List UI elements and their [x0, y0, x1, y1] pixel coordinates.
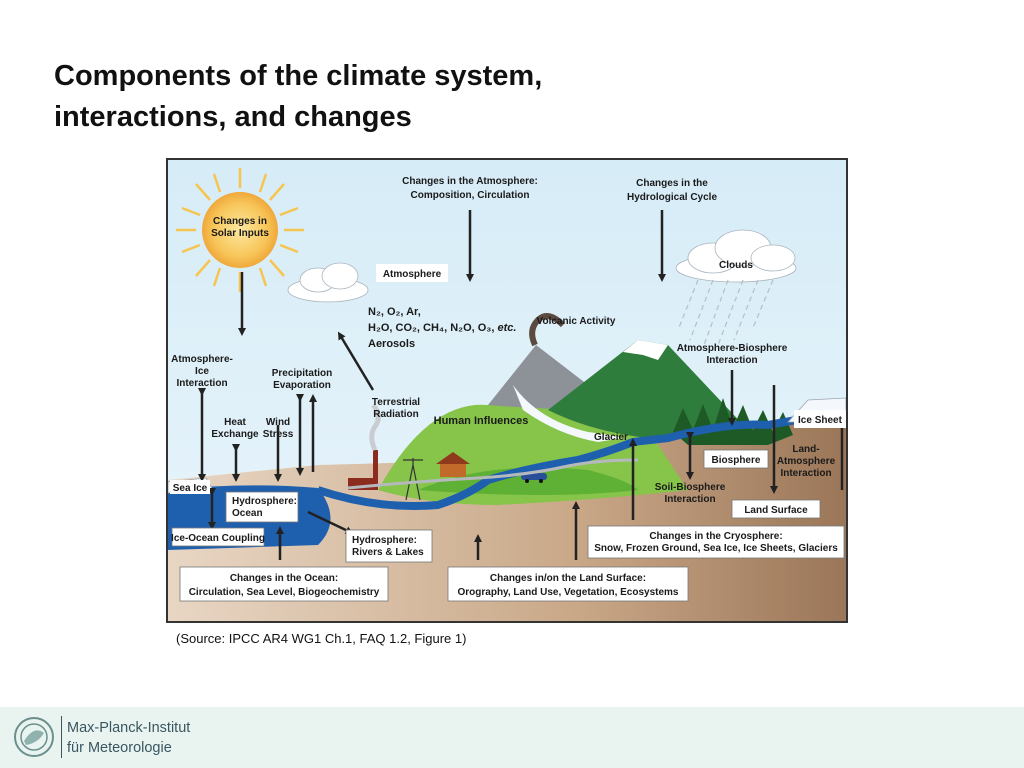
gases-line-2: H₂O, CO₂, CH₄, N₂O, O₃,	[368, 322, 494, 334]
land-changes-box	[447, 566, 689, 602]
mpi-logo-icon	[12, 715, 56, 764]
land-atm-3: Interaction	[780, 468, 831, 479]
sun-label-2: Solar Inputs	[211, 228, 269, 239]
arrows	[238, 210, 846, 560]
land-surface-label: Land Surface	[744, 505, 808, 516]
biosphere-box	[703, 449, 769, 469]
car	[521, 473, 547, 483]
atm-ice-2: Ice	[195, 366, 209, 377]
aerosols-label: Aerosols	[368, 338, 415, 350]
precip-2: Evaporation	[273, 380, 331, 391]
atm-changes-1: Changes in the Atmosphere:	[402, 176, 538, 187]
slide-title: Components of the climate system, intera…	[54, 56, 542, 138]
land-surface-box	[731, 499, 821, 519]
atm-changes-2: Composition, Circulation	[411, 190, 530, 201]
land-atm-2: Atmosphere	[777, 456, 836, 467]
river	[316, 414, 809, 510]
wind-2: Stress	[263, 429, 294, 440]
hydro-rivers-2: Rivers & Lakes	[352, 547, 424, 558]
title-line-2: interactions, and changes	[54, 101, 412, 133]
hydro-rivers-box	[345, 529, 433, 563]
hydro-cycle-1: Changes in the	[636, 178, 708, 189]
gases-etc: etc.	[498, 322, 517, 334]
road	[347, 458, 639, 490]
institute-name: Max-Planck-Institut für Meteorologie	[67, 718, 190, 758]
ocean-changes-2: Circulation, Sea Level, Biogeochemistry	[189, 587, 380, 598]
footer-band	[0, 707, 1024, 768]
land-changes-2: Orography, Land Use, Vegetation, Ecosyst…	[458, 587, 679, 598]
green-mountain	[548, 340, 748, 440]
atm-ice-3: Interaction	[176, 378, 227, 389]
small-cloud	[287, 262, 369, 303]
sea-ice-label: Sea Ice	[173, 483, 208, 494]
hydro-ocean-2: Ocean	[232, 508, 263, 519]
cryo-2: Snow, Frozen Ground, Sea Ice, Ice Sheets…	[594, 543, 838, 554]
cryo-1: Changes in the Cryosphere:	[649, 531, 782, 542]
atmosphere-label: Atmosphere	[383, 269, 442, 280]
ocean-changes-1: Changes in the Ocean:	[230, 573, 338, 584]
precip-1: Precipitation	[272, 368, 333, 379]
sun	[176, 168, 304, 292]
windmill	[403, 458, 423, 501]
gases-line-1: N₂, O₂, Ar,	[368, 306, 421, 318]
heat-1: Heat	[224, 417, 246, 428]
wind-1: Wind	[266, 417, 290, 428]
svg-text:H₂O, CO₂, CH₄, N₂O, O₃, etc.: H₂O, CO₂, CH₄, N₂O, O₃, etc.	[368, 322, 516, 334]
hydro-ocean-1: Hydrosphere:	[232, 496, 297, 507]
ice-ocean-label: Ice-Ocean Coupling	[171, 533, 265, 544]
volcanic-label: Volcanic Activity	[537, 316, 616, 327]
ocean-changes-box	[179, 566, 389, 602]
land-atm-1: Land-	[792, 444, 819, 455]
hydro-cycle-2: Hydrological Cycle	[627, 192, 717, 203]
atmosphere-box	[376, 264, 448, 282]
ice-ocean-box	[171, 527, 265, 547]
atm-ice-1: Atmosphere-	[171, 354, 233, 365]
cryo-box	[587, 525, 845, 559]
land-changes-1: Changes in/on the Land Surface:	[490, 573, 646, 584]
title-line-1: Components of the climate system,	[54, 60, 543, 92]
clouds-label: Clouds	[719, 260, 753, 271]
atm-bio-2: Interaction	[706, 355, 757, 366]
source-caption: (Source: IPCC AR4 WG1 Ch.1, FAQ 1.2, Fig…	[176, 631, 467, 646]
hydro-rivers-1: Hydrosphere:	[352, 535, 417, 546]
sun-label-1: Changes in	[213, 216, 267, 227]
soil-bio-2: Interaction	[664, 494, 715, 505]
arrow-rivers	[307, 510, 354, 534]
hydro-ocean-box	[225, 491, 299, 523]
heat-2: Exchange	[211, 429, 259, 440]
soil-bio-1: Soil-Biosphere	[655, 482, 726, 493]
atm-bio-1: Atmosphere-Biosphere	[677, 343, 788, 354]
footer-divider	[61, 716, 62, 758]
rain-cloud	[675, 229, 797, 283]
terrestrial-2: Radiation	[373, 409, 419, 420]
human-influences-label: Human Influences	[434, 415, 529, 427]
glacier-ice	[513, 385, 623, 442]
rain	[677, 279, 774, 346]
glacier-label: Glacier	[594, 432, 628, 443]
biosphere-label: Biosphere	[712, 455, 761, 466]
terrestrial-1: Terrestrial	[372, 397, 420, 408]
ice-sheet-label: Ice Sheet	[798, 415, 843, 426]
arrow-terrestrial-up	[337, 331, 375, 391]
institute-line-1: Max-Planck-Institut	[67, 720, 191, 736]
house	[436, 452, 470, 477]
institute-line-2: für Meteorologie	[67, 740, 172, 756]
climate-system-diagram: Changes in Solar Inputs Clouds	[166, 158, 848, 623]
